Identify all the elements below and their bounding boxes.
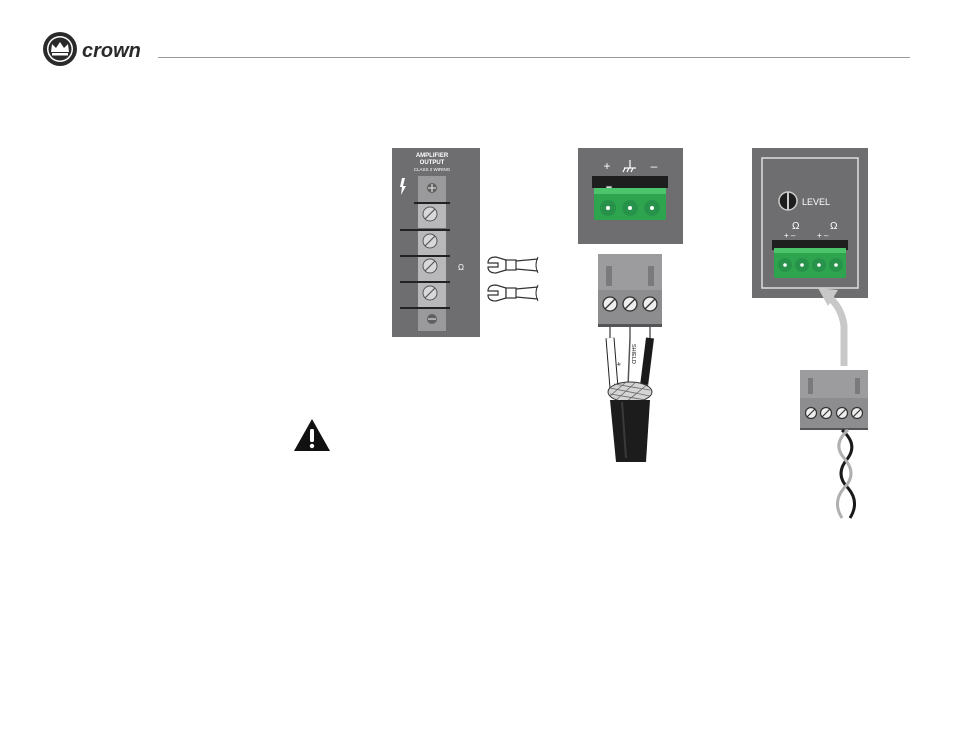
level-input-panel: LEVEL Ω Ω + – + – (752, 148, 868, 298)
insert-arrow-icon (818, 288, 844, 366)
amp-ohm-symbol: Ω (458, 263, 464, 272)
plus-wire: + (610, 338, 623, 388)
twisted-pair-wire (837, 430, 854, 518)
spade-lug-top (488, 257, 538, 273)
amp-title-line1: AMPLIFIER (416, 153, 449, 159)
cable-jacket (610, 400, 650, 462)
input-plus-label: + (603, 159, 610, 173)
pm-right-label: + – (817, 231, 829, 240)
spade-lugs (486, 253, 542, 313)
header-rule (158, 57, 910, 58)
shield-wire: SHIELD (628, 338, 636, 386)
spade-lug-bottom (488, 285, 538, 301)
braided-shield (608, 382, 652, 402)
three-pin-plug-with-cable: + SHIELD (596, 252, 666, 464)
pm-left-label: + – (784, 231, 796, 240)
logo-wordmark: crown (82, 40, 141, 62)
crown-logo-icon (43, 32, 77, 66)
shield-wire-label: SHIELD (630, 344, 636, 364)
amp-title-line2: OUTPUT (420, 160, 445, 166)
amplifier-output-panel: AMPLIFIER OUTPUT CLASS 2 WIRING (392, 148, 480, 337)
amp-title-line3: CLASS 2 WIRING (414, 167, 451, 172)
ohm-right-label: Ω (830, 221, 838, 232)
minus-wire (644, 338, 650, 386)
level-knob-icon (779, 192, 797, 210)
level-label: LEVEL (802, 197, 830, 207)
warning-icon (292, 417, 332, 453)
input-connector-panel: + – (578, 148, 683, 244)
crown-logo: crown (42, 31, 160, 69)
four-pin-plug-assembly (798, 286, 878, 522)
plus-wire-label: + (614, 361, 623, 367)
input-minus-label: – (651, 159, 658, 173)
